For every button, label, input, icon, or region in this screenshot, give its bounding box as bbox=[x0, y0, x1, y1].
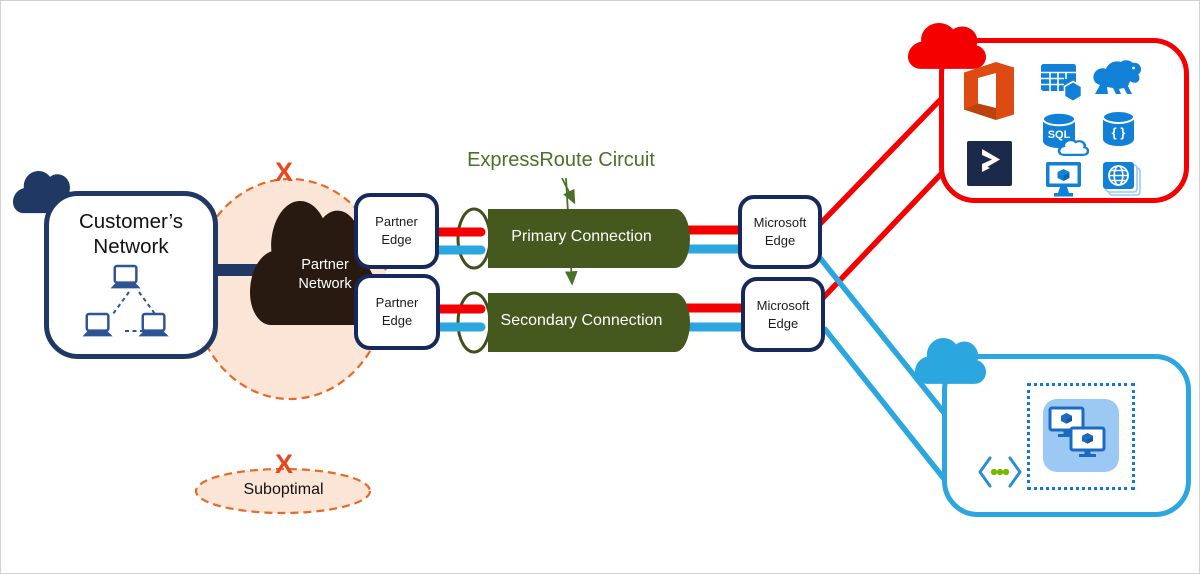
microsoft-edge-box-2: Microsoft Edge bbox=[741, 277, 825, 352]
virtual-machines-icon bbox=[1048, 406, 1106, 459]
customer-network-label: Customer’s Network bbox=[78, 210, 184, 258]
documentdb-icon-text: { } bbox=[1112, 125, 1126, 140]
primary-cylinder-mouth bbox=[456, 207, 492, 270]
customer-partner-link bbox=[206, 264, 264, 276]
vnet-boundary-box bbox=[1027, 383, 1135, 490]
arrow-to-primary bbox=[561, 177, 576, 205]
circuit-links bbox=[432, 225, 748, 332]
primary-cylinder bbox=[488, 209, 690, 268]
partner-edge-box-1: Partner Edge bbox=[354, 193, 439, 269]
microsoft-edge-label-1: Microsoft Edge bbox=[753, 215, 807, 248]
expressroute-circuit-title: ExpressRoute Circuit bbox=[467, 149, 655, 171]
partner-edge-box-2: Partner Edge bbox=[354, 274, 440, 350]
secondary-cylinder bbox=[488, 293, 690, 352]
customer-network-box: Customer’s Network bbox=[44, 191, 218, 359]
documentdb-icon: { } bbox=[1102, 110, 1135, 146]
partner-edge-label-1: Partner Edge bbox=[375, 214, 418, 247]
virtual-network-icon bbox=[978, 456, 1022, 488]
primary-connection-label: Primary Connection bbox=[511, 228, 652, 245]
edge2-to-vnet-link bbox=[821, 326, 948, 482]
hadoop-elephant-icon bbox=[1093, 60, 1141, 94]
dynamics-365-icon bbox=[967, 141, 1012, 186]
suboptimal-x-mark: X bbox=[274, 157, 293, 187]
legend-label: Suboptimal bbox=[243, 481, 324, 498]
microsoft-edge-label-2: Microsoft Edge bbox=[756, 297, 810, 331]
edge1-to-microsoft-cloud-link bbox=[818, 96, 944, 226]
legend-ellipse bbox=[194, 467, 372, 515]
secondary-connection-label: Secondary Connection bbox=[500, 312, 663, 329]
partner-edge-label-2: Partner Edge bbox=[375, 295, 419, 328]
web-app-icon bbox=[1103, 162, 1141, 196]
azure-vnet-box bbox=[942, 354, 1191, 517]
edge2-to-microsoft-cloud-link bbox=[820, 171, 944, 301]
sql-icon-text: SQL bbox=[1048, 129, 1071, 141]
lan-computers-icon bbox=[81, 264, 170, 338]
table-hexagon-icon bbox=[1041, 64, 1083, 103]
legend-x-mark: X bbox=[274, 449, 293, 479]
microsoft-services-box bbox=[939, 38, 1189, 203]
virtual-machines-tile bbox=[1043, 399, 1119, 472]
partner-network-label: Partner Network bbox=[298, 257, 352, 292]
edge1-to-vnet-link bbox=[817, 256, 948, 416]
virtual-machine-icon bbox=[1046, 162, 1081, 197]
sql-database-icon: SQL bbox=[1042, 111, 1089, 156]
office-icon bbox=[964, 62, 1014, 120]
microsoft-edge-box-1: Microsoft Edge bbox=[738, 195, 822, 269]
